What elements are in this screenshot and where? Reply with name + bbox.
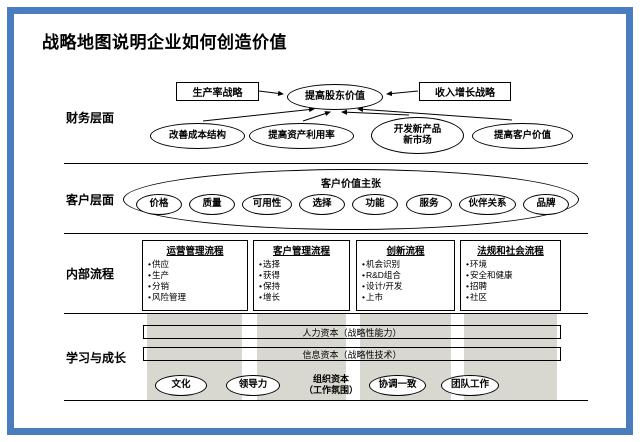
process-box-title: 创新流程 xyxy=(386,246,425,257)
process-item: 招聘 xyxy=(461,281,560,292)
process-item: 环境 xyxy=(461,259,560,270)
page-title: 战略地图说明企业如何创造价值 xyxy=(42,33,287,52)
divider-customer-internal xyxy=(64,233,588,234)
org-ellipse-leadership: 领导力 xyxy=(226,375,280,396)
driver-new-products-ellipse: 开发新产品 新市场 xyxy=(371,117,464,154)
human-capital-bar: 人力资本（战略性能力） xyxy=(143,325,561,339)
driver-cost-structure-ellipse: 改善成本结构 xyxy=(150,123,245,149)
process-item: 设计/开发 xyxy=(357,281,454,292)
customer-ellipse-functionality: 功能 xyxy=(352,194,398,215)
customer-ellipse-quality: 质量 xyxy=(189,194,235,215)
divider-bottom xyxy=(64,400,588,401)
process-box-title: 运营管理流程 xyxy=(166,246,224,257)
process-item: 社区 xyxy=(461,292,560,303)
process-box-customer-management: 客户管理流程 选择 获得 保持 增长 xyxy=(253,240,350,311)
process-item: 分销 xyxy=(143,281,247,292)
information-capital-bar: 信息资本（战略性技术） xyxy=(143,347,561,361)
customer-ellipse-price: 价格 xyxy=(136,194,182,215)
process-item: 供应 xyxy=(143,259,247,270)
driver-asset-utilization-ellipse: 提高资产利用率 xyxy=(249,123,354,149)
perspective-label-customer: 客户层面 xyxy=(66,193,115,207)
process-box-title: 法规和社会流程 xyxy=(477,246,544,257)
page-frame xyxy=(7,7,633,435)
customer-ellipse-service: 服务 xyxy=(406,194,452,215)
shareholder-value-ellipse: 提高股东价值 xyxy=(287,84,383,110)
process-item: 机会识别 xyxy=(357,259,454,270)
org-ellipse-teamwork: 团队工作 xyxy=(441,375,499,396)
customer-ellipse-availability: 可用性 xyxy=(242,194,292,215)
process-item: R&D组合 xyxy=(357,270,454,281)
process-item: 增长 xyxy=(254,292,349,303)
perspective-label-financial: 财务层面 xyxy=(66,111,115,125)
process-item: 获得 xyxy=(254,270,349,281)
revenue-growth-strategy-box: 收入增长战略 xyxy=(419,82,511,101)
driver-new-products-line1: 开发新产品 xyxy=(393,123,442,135)
customer-ellipse-brand: 品牌 xyxy=(523,194,569,215)
process-item: 选择 xyxy=(254,259,349,270)
productivity-strategy-box: 生产率战略 xyxy=(176,82,259,101)
customer-ellipse-selection: 选择 xyxy=(299,194,345,215)
process-item: 安全和健康 xyxy=(461,270,560,281)
process-box-title: 客户管理流程 xyxy=(272,246,330,257)
process-box-innovation: 创新流程 机会识别 R&D组合 设计/开发 上市 xyxy=(356,240,455,311)
customer-ellipse-partnership: 伙伴关系 xyxy=(459,194,516,215)
driver-new-products-line2: 新市场 xyxy=(403,134,432,146)
org-ellipse-alignment: 协调一致 xyxy=(369,375,426,396)
org-ellipse-culture: 文化 xyxy=(155,375,207,396)
customer-value-proposition-label: 客户价值主张 xyxy=(321,179,381,190)
process-item: 生产 xyxy=(143,270,247,281)
perspective-label-internal: 内部流程 xyxy=(66,267,115,281)
process-item: 风险管理 xyxy=(143,292,247,303)
process-box-regulatory-social: 法规和社会流程 环境 安全和健康 招聘 社区 xyxy=(460,240,561,311)
org-capital-line1: 组织资本 xyxy=(312,374,349,384)
process-box-operations: 运营管理流程 供应 生产 分销 风险管理 xyxy=(142,240,248,311)
org-capital-line2: （工作氛围） xyxy=(303,385,358,395)
perspective-label-learning: 学习与成长 xyxy=(66,351,127,365)
divider-financial-customer xyxy=(64,163,588,164)
process-item: 上市 xyxy=(357,292,454,303)
divider-internal-learning xyxy=(64,313,588,314)
driver-customer-value-ellipse: 提高客户价值 xyxy=(472,123,573,149)
org-capital-label: 组织资本 （工作氛围） xyxy=(297,374,365,396)
process-item: 保持 xyxy=(254,281,349,292)
